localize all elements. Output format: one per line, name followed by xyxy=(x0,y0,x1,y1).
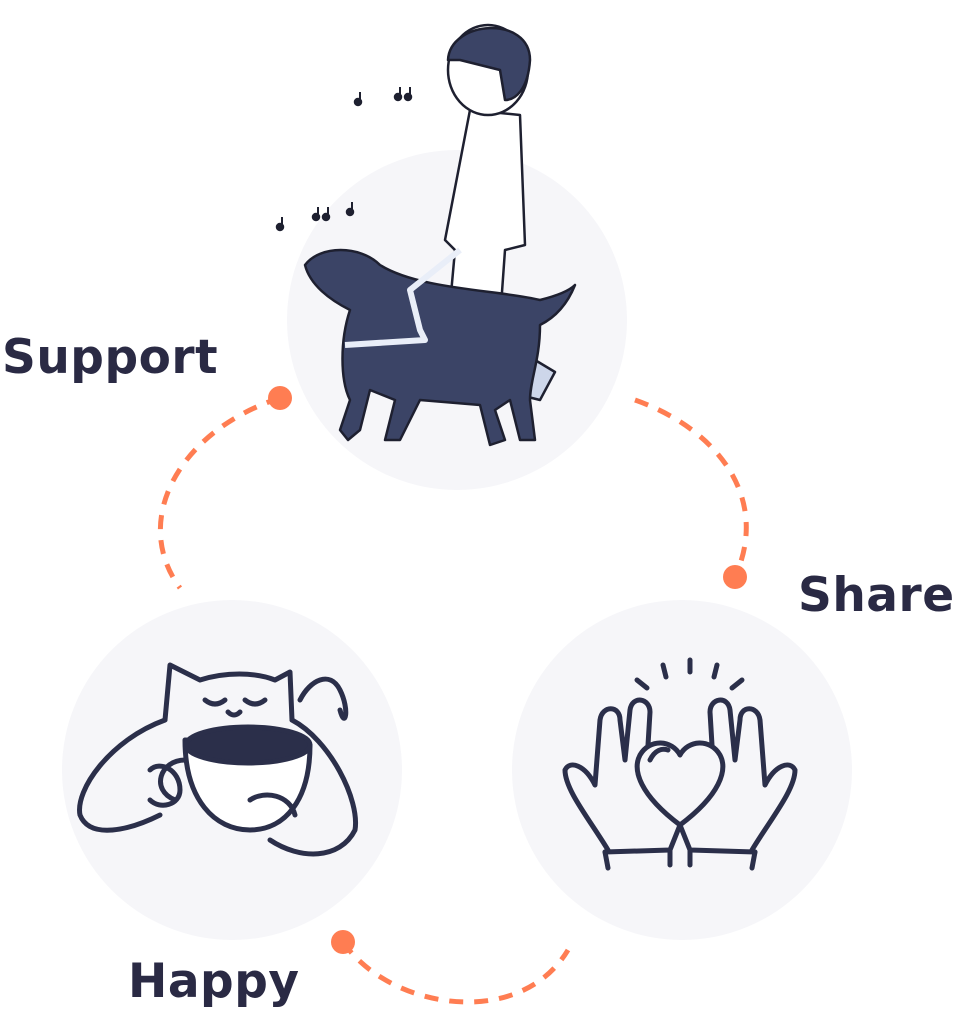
connector-support-happy xyxy=(157,395,281,590)
connector-happy-share xyxy=(340,940,571,1005)
share-label: Share xyxy=(798,568,954,623)
support-label: Support xyxy=(2,330,219,385)
cat-with-cup-icon xyxy=(77,662,359,857)
happy-dot xyxy=(331,930,355,954)
connector-support-share xyxy=(634,397,749,579)
hands-holding-heart-icon xyxy=(562,657,798,871)
guide-dog-walking-icon xyxy=(275,23,577,447)
share-circle xyxy=(512,600,852,940)
happy-label: Happy xyxy=(128,954,300,1009)
share-dot xyxy=(723,565,747,589)
support-dot xyxy=(268,386,292,410)
